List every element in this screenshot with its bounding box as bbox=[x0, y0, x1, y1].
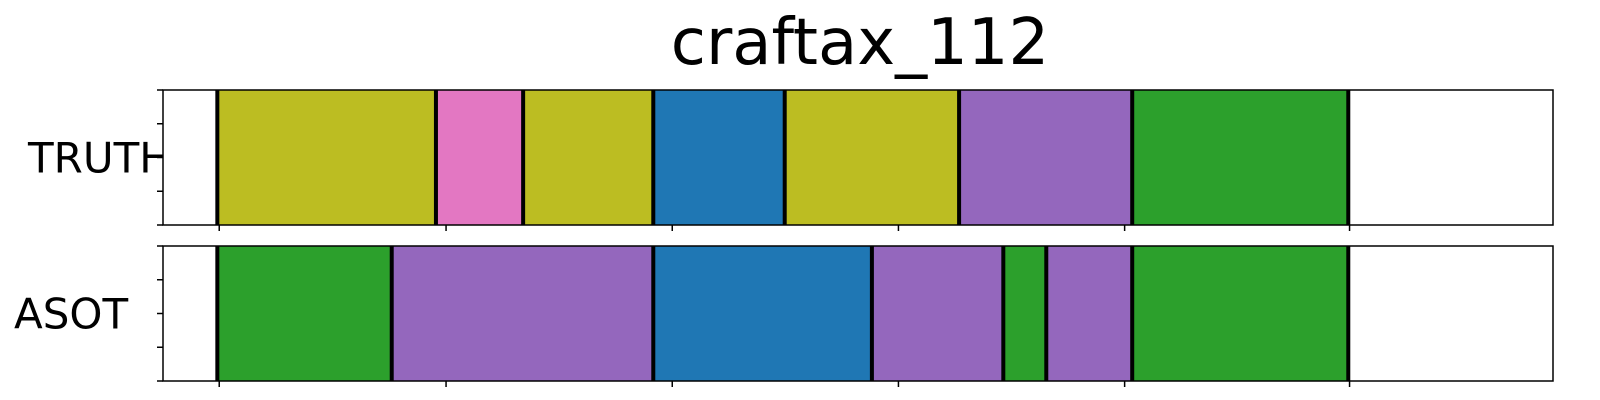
segment-bar bbox=[163, 246, 218, 381]
segment-bar bbox=[1348, 246, 1553, 381]
segment-bar bbox=[217, 90, 436, 225]
segment-bar bbox=[1132, 90, 1349, 225]
chart-title: craftax_112 bbox=[671, 6, 1049, 80]
segment-bar bbox=[391, 246, 654, 381]
segment-bar bbox=[1003, 246, 1047, 381]
segment-bar bbox=[653, 246, 872, 381]
segment-bar bbox=[653, 90, 785, 225]
row-label-truth: TRUTH bbox=[27, 134, 171, 183]
segment-bar bbox=[1132, 246, 1349, 381]
segment-bar bbox=[523, 90, 654, 225]
rows-layer: TRUTH ASOT bbox=[14, 89, 1554, 387]
segment-bar bbox=[435, 90, 524, 225]
row-label-asot: ASOT bbox=[14, 290, 128, 339]
segment-bar bbox=[1348, 90, 1553, 225]
segment-bar bbox=[784, 90, 960, 225]
segment-bar bbox=[217, 246, 392, 381]
row-truth: TRUTH bbox=[27, 89, 1554, 231]
segment-bar bbox=[1046, 246, 1133, 381]
segment-bar bbox=[163, 90, 218, 225]
segment-bar bbox=[959, 90, 1133, 225]
row-asot: ASOT bbox=[14, 245, 1554, 387]
segment-bar bbox=[871, 246, 1004, 381]
